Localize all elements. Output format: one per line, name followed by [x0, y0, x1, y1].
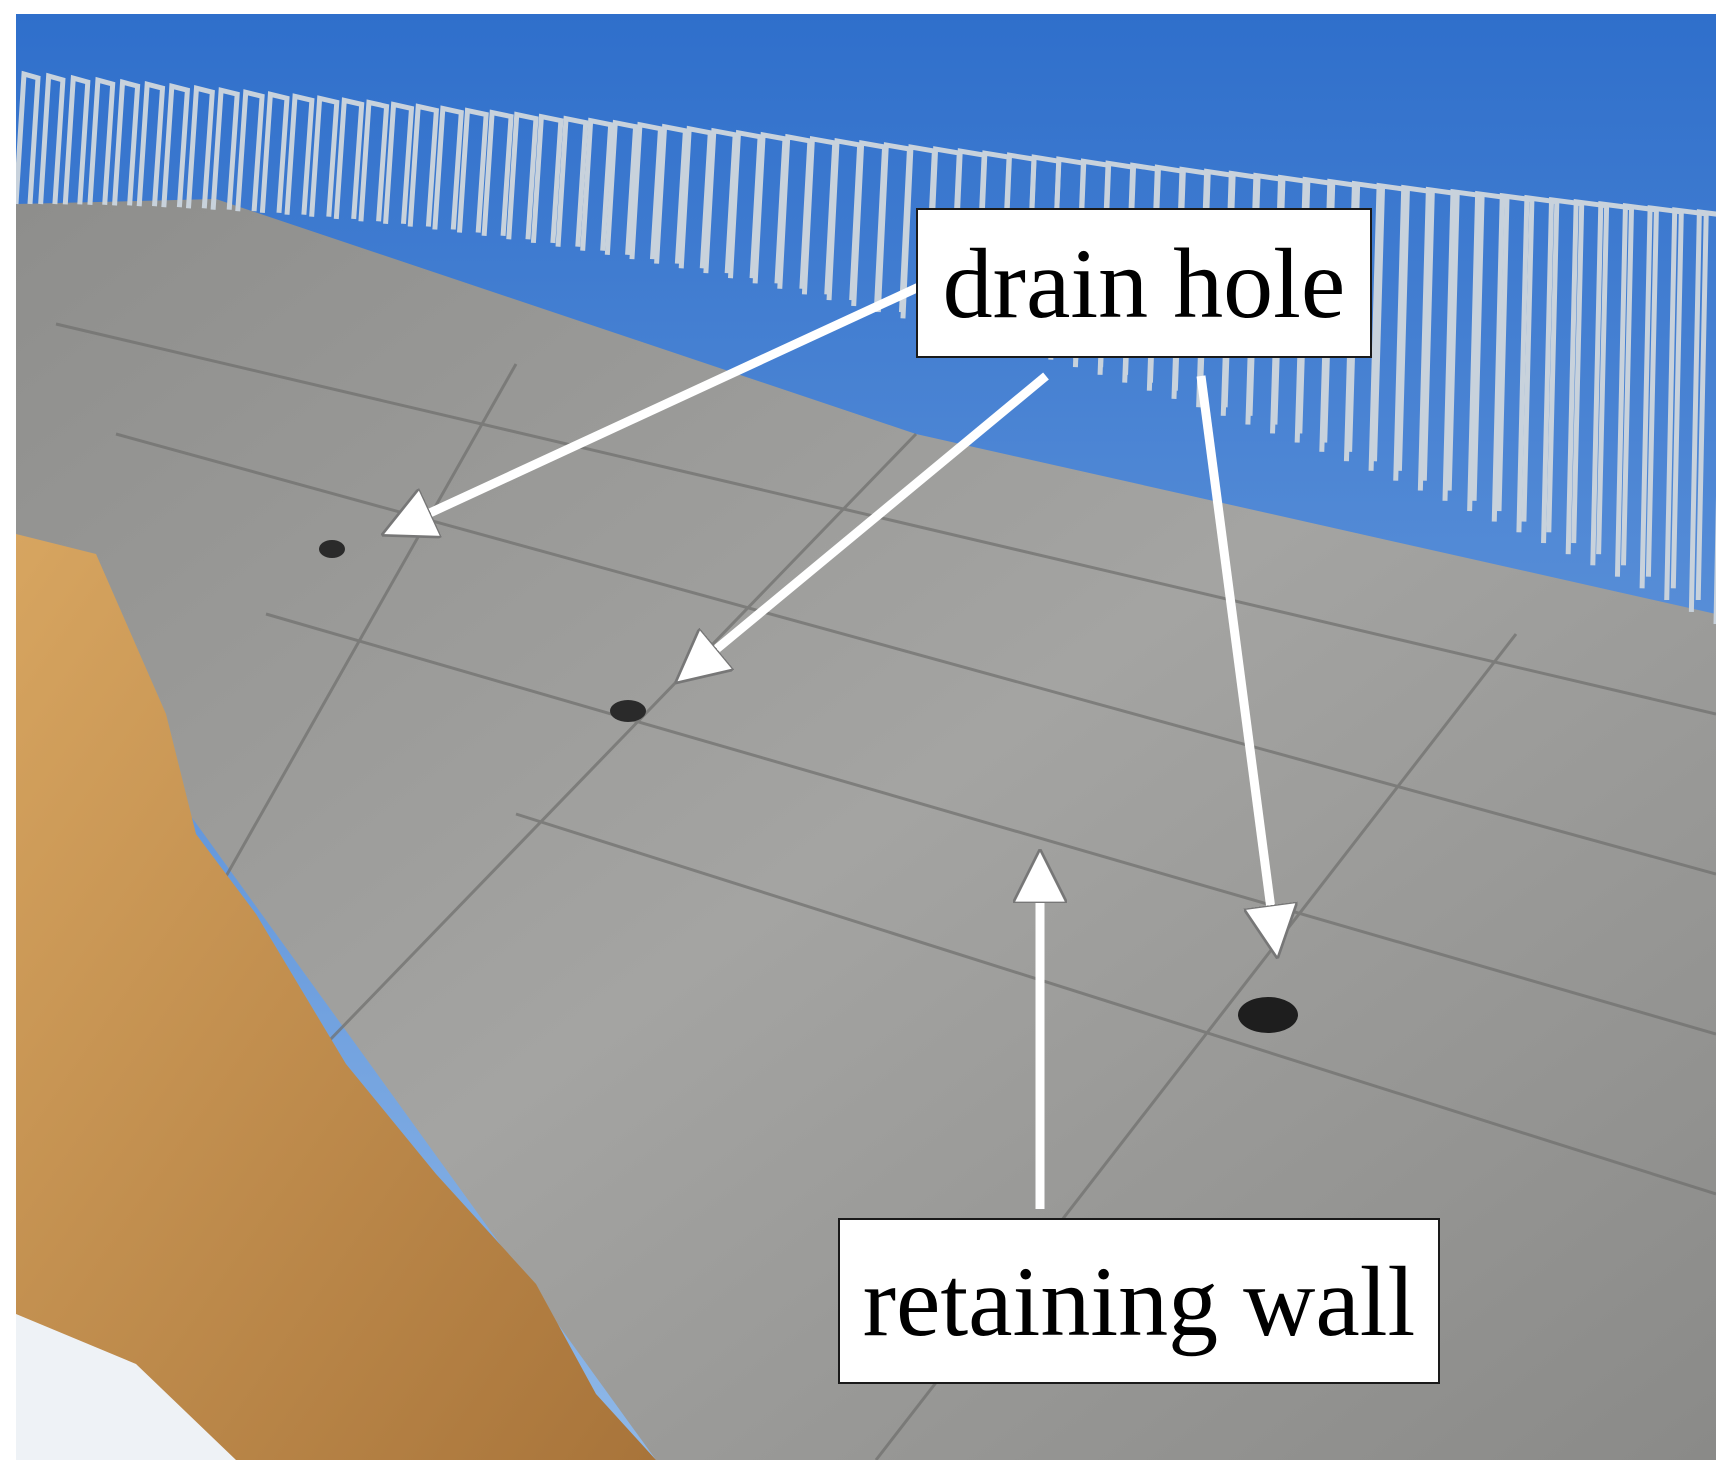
rebar-loop: [1368, 182, 1410, 471]
rebar-loop: [456, 107, 489, 233]
rebar-loop: [1417, 186, 1460, 491]
rebar-loop: [1541, 196, 1585, 544]
rebar-loop: [1614, 203, 1659, 577]
rebar-loop: [333, 97, 365, 220]
snow-patch: [16, 1314, 236, 1460]
rebar-loop: [407, 103, 440, 227]
rebar-loop: [1491, 192, 1535, 522]
rebar-loop: [210, 87, 240, 210]
rebar-loop: [1639, 205, 1684, 589]
drain-hole-1: [319, 540, 345, 558]
rebar-loop: [112, 78, 141, 206]
rebar-loop: [1688, 209, 1716, 612]
arrow-drain-hole-2: [696, 372, 1049, 666]
rebar-loop: [604, 119, 639, 255]
drain-hole-label-text: drain hole: [942, 227, 1346, 339]
annotation-arrows: [406, 281, 1274, 1209]
rebar-loop: [654, 123, 688, 264]
rebar-loop: [358, 99, 390, 222]
rebar-loop: [235, 89, 265, 212]
drain-hole-2: [610, 700, 646, 722]
rebar-loop: [1590, 201, 1635, 566]
rebar-loop: [580, 117, 614, 251]
rebar-loop: [1565, 198, 1610, 555]
rebar-loop: [1664, 207, 1709, 601]
arrow-drain-hole-1: [406, 281, 923, 524]
rebar-loop: [777, 133, 813, 289]
retaining-wall-label: retaining wall: [838, 1218, 1440, 1384]
rebar-loop: [1467, 190, 1510, 512]
rebar-loop: [629, 121, 664, 260]
rebar-loop: [1516, 194, 1560, 533]
rebar-loop: [530, 113, 564, 244]
rebar-loop: [259, 91, 290, 213]
rebar-loop: [1393, 184, 1435, 481]
rebar-loop: [136, 80, 166, 207]
rebar-loop: [383, 101, 415, 225]
rebar-loop: [727, 129, 763, 279]
rebar-loop: [506, 111, 539, 240]
rebar-loop: [555, 115, 589, 247]
rebar-loop: [185, 85, 215, 209]
drain-hole-label: drain hole: [916, 208, 1372, 358]
rebar-loop: [752, 131, 788, 284]
arrow-drain-hole-3: [1196, 375, 1274, 932]
rebar-loop: [1442, 188, 1485, 501]
rebar-loop: [481, 109, 514, 237]
rebar-loop: [62, 74, 91, 205]
rebar-loop: [284, 93, 315, 215]
rebar-loop: [38, 72, 66, 205]
rebar-loop: [678, 125, 713, 269]
rebar-loop: [161, 83, 191, 208]
rebar-loop: [703, 127, 738, 274]
soil-slope: [16, 534, 656, 1460]
retaining-wall-label-text: retaining wall: [862, 1245, 1416, 1357]
rebar-loop: [16, 70, 41, 205]
rebar-loop: [432, 105, 464, 230]
drain-hole-3: [1238, 997, 1298, 1033]
rebar-loop: [309, 95, 340, 217]
rebar-loop: [87, 76, 116, 205]
